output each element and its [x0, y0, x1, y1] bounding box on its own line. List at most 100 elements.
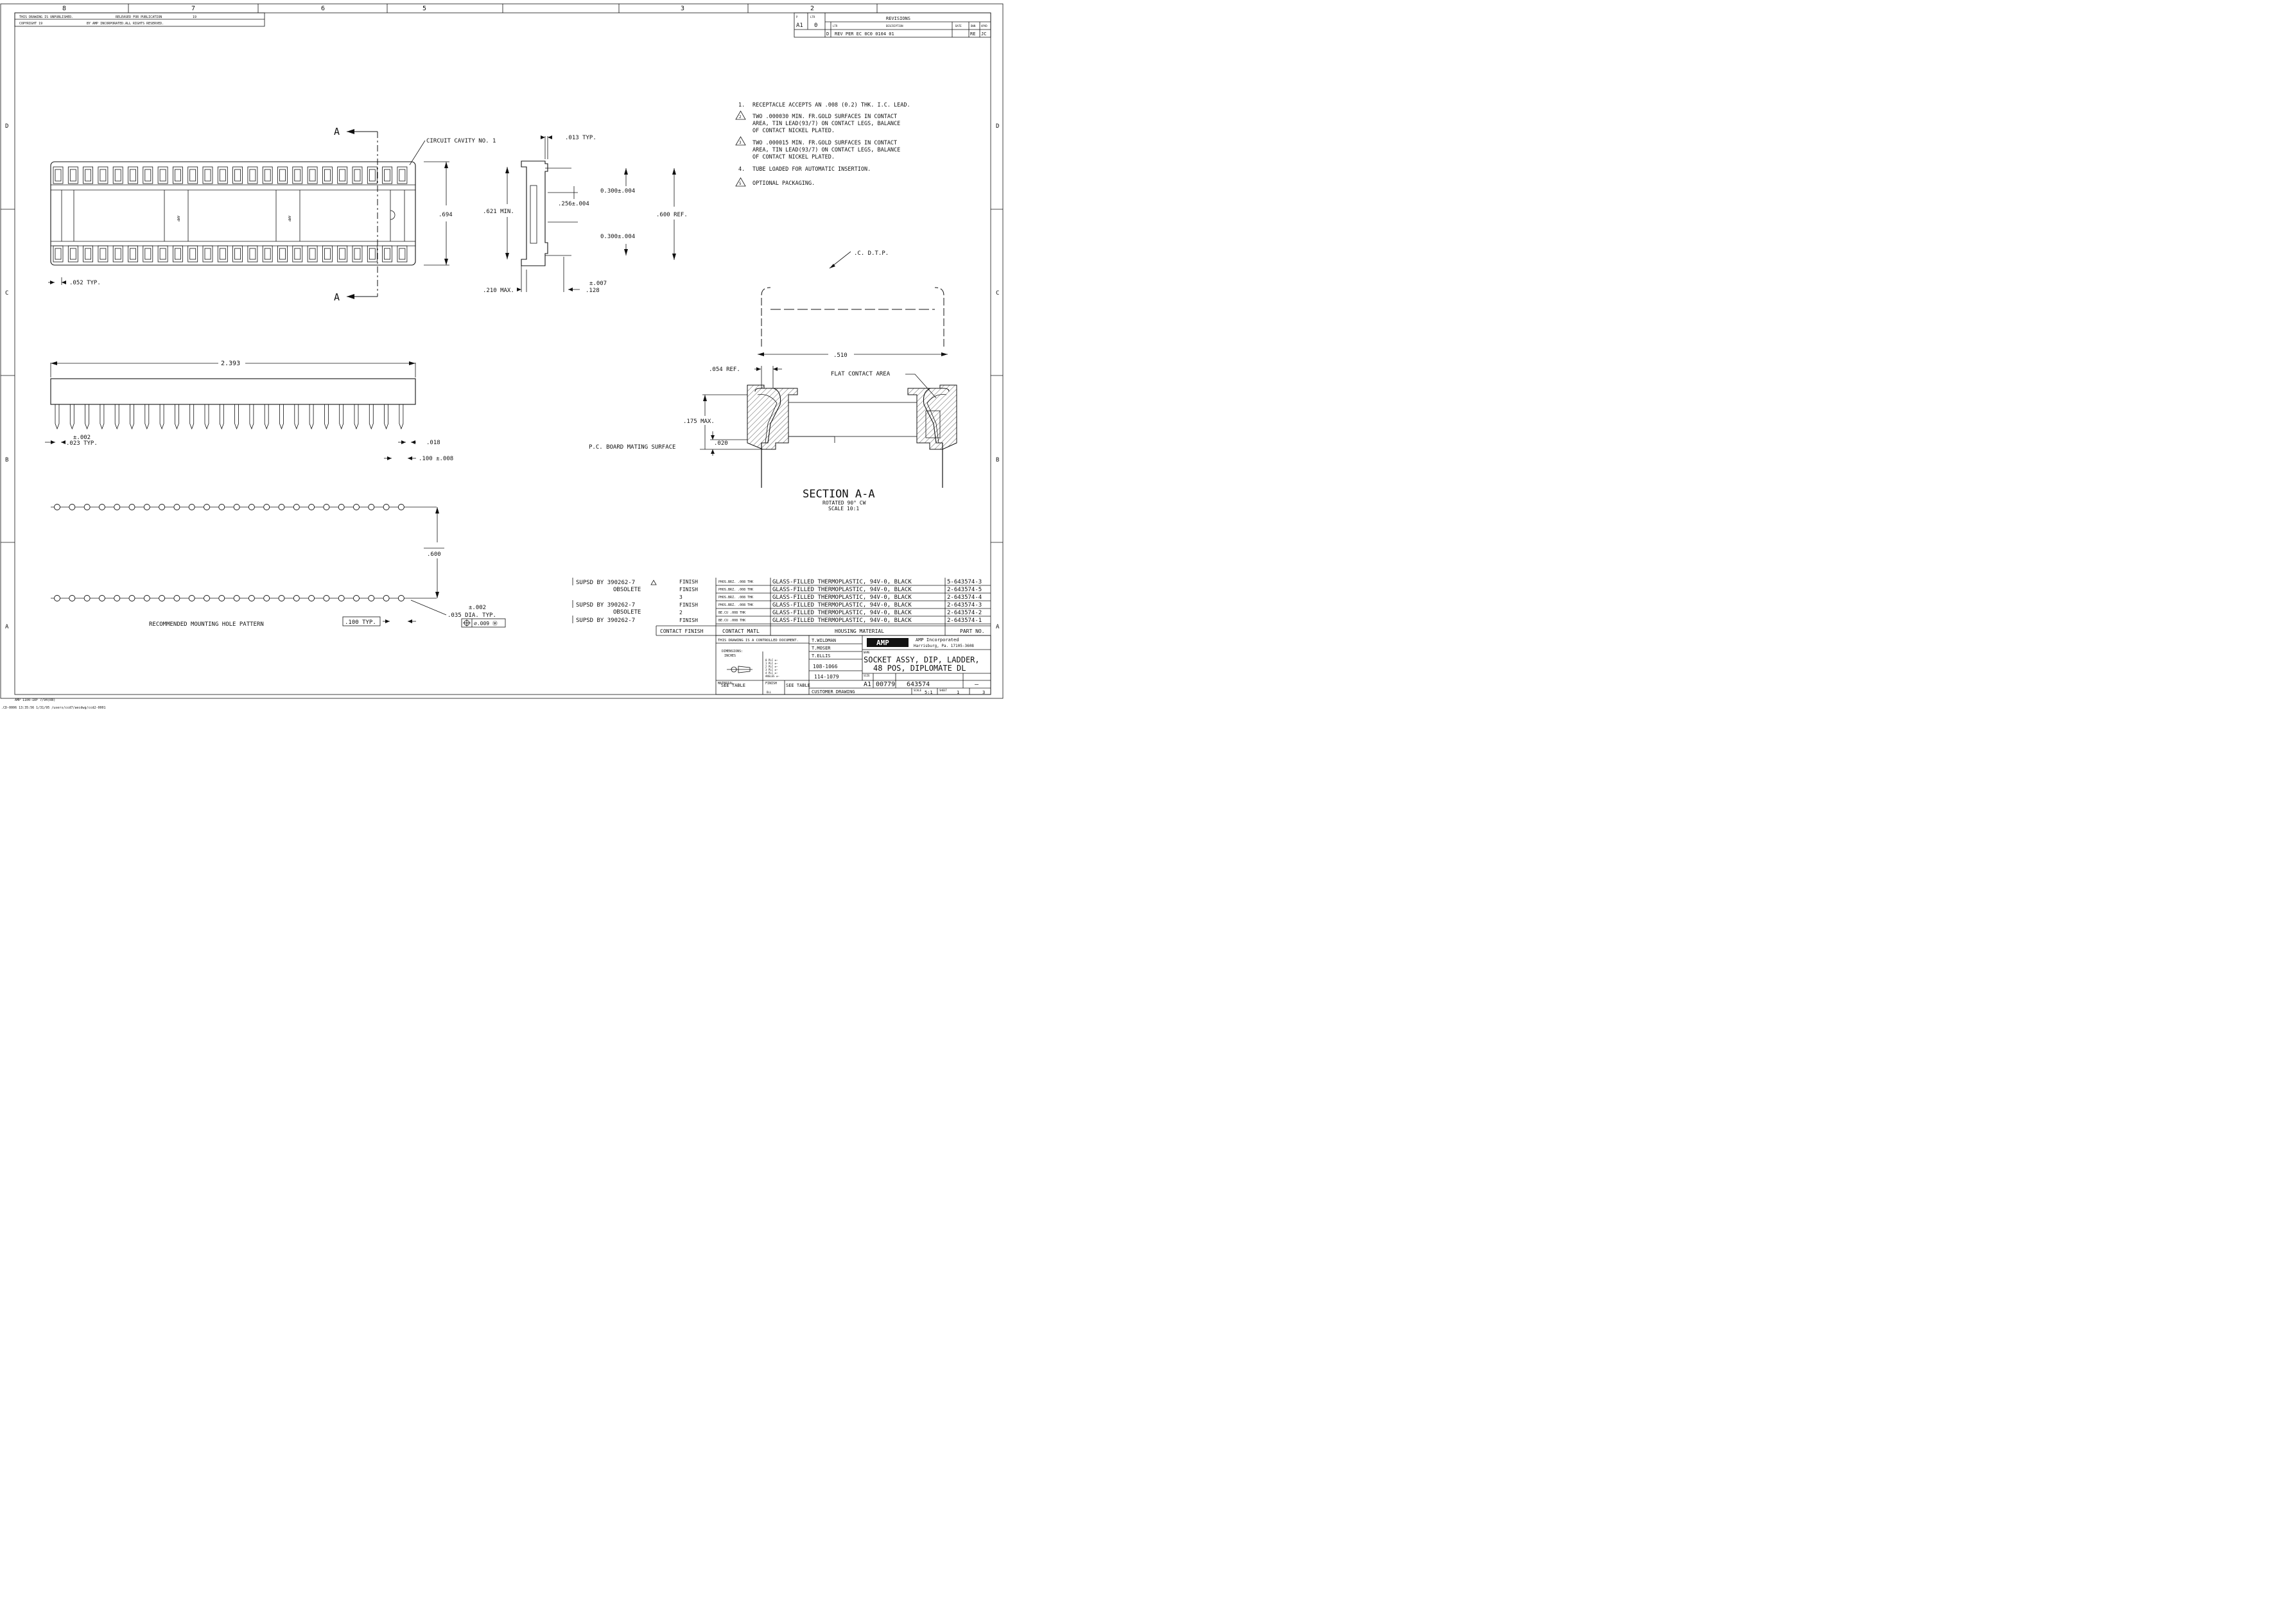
cavity-bottom	[307, 245, 318, 263]
row-finish: FINISH	[679, 602, 698, 608]
cavity-top	[143, 166, 153, 184]
row-plating: PHOS.BRZ. .008 THK	[718, 580, 753, 584]
hole	[143, 595, 150, 601]
cavity-bottom	[322, 245, 333, 263]
rev-letter: 0	[814, 22, 817, 29]
socket-outline	[50, 161, 416, 266]
svg-text:DLL: DLL	[767, 691, 772, 694]
cavity-bottom-inner	[55, 248, 62, 260]
dim-lead: .023 TYP.	[66, 440, 98, 447]
dim-true-position: ⌀.009 Ⓜ	[474, 621, 498, 626]
hole	[263, 504, 270, 510]
cavity-bottom	[98, 245, 109, 263]
row-housing: GLASS-FILLED THERMOPLASTIC, 94V-0, BLACK	[772, 587, 912, 593]
dim-pitch: .052 TYP.	[69, 280, 101, 286]
header-part: PART NO.	[960, 628, 985, 634]
hole	[383, 504, 390, 510]
cavity-top-inner	[144, 169, 152, 182]
cavity-top-inner	[69, 169, 76, 182]
address: Harrisburg, Pa. 17105-3608	[914, 644, 974, 648]
brand-mark-2: AMP	[287, 216, 291, 221]
dim-020: .020	[714, 440, 728, 447]
zone-3: 3	[681, 5, 684, 12]
hole	[188, 504, 195, 510]
cavity-bottom	[143, 245, 153, 263]
hole	[128, 595, 135, 601]
pin	[159, 404, 164, 430]
pcb-label: P.C. BOARD MATING SURFACE	[589, 444, 675, 451]
hole	[159, 595, 166, 601]
cavity-top-inner	[324, 169, 331, 182]
sheet: 1	[957, 690, 959, 695]
cavity-bottom-inner	[174, 248, 181, 260]
contact-left	[754, 388, 781, 488]
row-housing: GLASS-FILLED THERMOPLASTIC, 94V-0, BLACK	[772, 579, 912, 585]
hole	[218, 595, 225, 601]
hole	[159, 504, 166, 510]
hole-row-top	[54, 504, 404, 510]
hole	[128, 504, 135, 510]
note-5: 5 OPTIONAL PACKAGING.	[735, 177, 815, 187]
rev-description: REV PER EC 0C0 0104 01	[835, 31, 894, 37]
front-view: 2.393 ±.002 .023 TYP. .018 .100 ±.008	[45, 360, 453, 462]
header-material: CONTACT MATL	[722, 628, 760, 634]
bottom-cavity-row	[53, 245, 408, 263]
pin	[309, 404, 314, 430]
svg-text:P: P	[796, 15, 798, 19]
hole-pattern: .600 ±.002 .035 DIA. TYP. ⌀.009 Ⓜ .100 T…	[51, 504, 506, 628]
svg-text:SHEET: SHEET	[939, 689, 948, 692]
part-table: SUPSD BY 390262-7 OBSOLETE SUPSD BY 3902…	[572, 578, 991, 636]
row-finish: 2	[679, 610, 683, 616]
product-spec: 108-1066	[813, 664, 838, 669]
row-plating: BE.CU .008 THK	[718, 611, 745, 615]
row-part-number: 2-643574-3	[947, 602, 982, 608]
dim-013: .013 TYP.	[565, 135, 596, 141]
revisions-block: REVISIONS P LTR LTR DESCRIPTION DATE DWN…	[794, 12, 991, 38]
row-part-number: 5-643574-3	[947, 579, 982, 585]
supersede-2: SUPSD BY 390262-7	[576, 602, 635, 608]
notes-block: 1. RECEPTACLE ACCEPTS AN .008 (0.2) THK.…	[735, 102, 910, 187]
cavity-bottom-inner	[100, 248, 107, 260]
hole	[143, 504, 150, 510]
pin	[399, 404, 404, 430]
cavity-top	[397, 166, 408, 184]
cavity-bottom	[232, 245, 243, 263]
svg-text:5: 5	[739, 182, 742, 186]
dim-300-a: 0.300±.004	[600, 188, 635, 194]
cavity-top	[337, 166, 348, 184]
dim-510: .510	[833, 352, 848, 359]
cavity-top-inner	[309, 169, 316, 182]
cavity-bottom-inner	[294, 248, 301, 260]
cavity-top	[217, 166, 228, 184]
pin	[369, 404, 374, 430]
row-housing: GLASS-FILLED THERMOPLASTIC, 94V-0, BLACK	[772, 602, 912, 608]
cavity-bottom-inner	[114, 248, 121, 260]
row-finish: FINISH	[679, 587, 698, 592]
cavity-top	[98, 166, 109, 184]
cavity-bottom	[367, 245, 378, 263]
row-part-number: 2-643574-1	[947, 617, 982, 624]
dim-600-pattern: .600	[427, 551, 441, 558]
zone-c-right: C	[996, 290, 999, 297]
cavity-top-inner	[264, 169, 271, 182]
cavity-top	[307, 166, 318, 184]
svg-text:SCALE: SCALE	[914, 689, 922, 692]
top-view: AMP AMP A A CIRCUIT CAVITY NO. 1 .694 .0…	[48, 126, 496, 303]
cavity-top-inner	[100, 169, 107, 182]
hole	[204, 595, 210, 601]
svg-text:DWN: DWN	[971, 24, 976, 28]
cavity-top-inner	[130, 169, 136, 182]
row-plating: PHOS.BRZ. .008 THK	[718, 603, 753, 607]
cavity-bottom-inner	[384, 248, 390, 260]
pin	[384, 404, 388, 430]
hole	[293, 595, 300, 601]
svg-text:SEE TABLE: SEE TABLE	[786, 683, 810, 688]
cavity-top	[157, 166, 168, 184]
sheet-of: 3	[982, 690, 985, 695]
front-pin-row	[55, 404, 404, 430]
hole	[248, 504, 255, 510]
row-plating: BE.CU .008 THK	[718, 619, 745, 623]
svg-text:D: D	[826, 31, 829, 37]
tolerance: 4 PLC ±—	[765, 671, 778, 675]
zone-markers-side: D C B A D C B A	[1, 123, 1003, 630]
